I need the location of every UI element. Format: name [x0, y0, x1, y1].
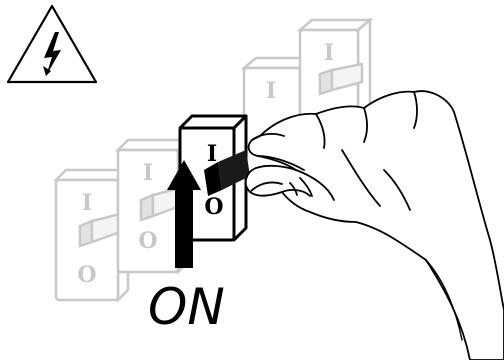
- breaker-2-on-mark: I: [143, 160, 153, 186]
- breaker-3-on-mark: I: [207, 141, 217, 167]
- high-voltage-icon: [8, 6, 96, 82]
- breaker-1-on-mark: I: [82, 190, 92, 216]
- on-direction-label: ON: [148, 278, 225, 336]
- breaker-3-off-mark: O: [204, 194, 223, 220]
- hand-icon: [246, 91, 504, 360]
- breaker-2-off-mark: O: [138, 228, 157, 254]
- breaker-5-on-mark: I: [324, 40, 334, 66]
- breaker-4-on-mark: I: [266, 78, 276, 104]
- breaker-1-off-mark: O: [77, 262, 96, 288]
